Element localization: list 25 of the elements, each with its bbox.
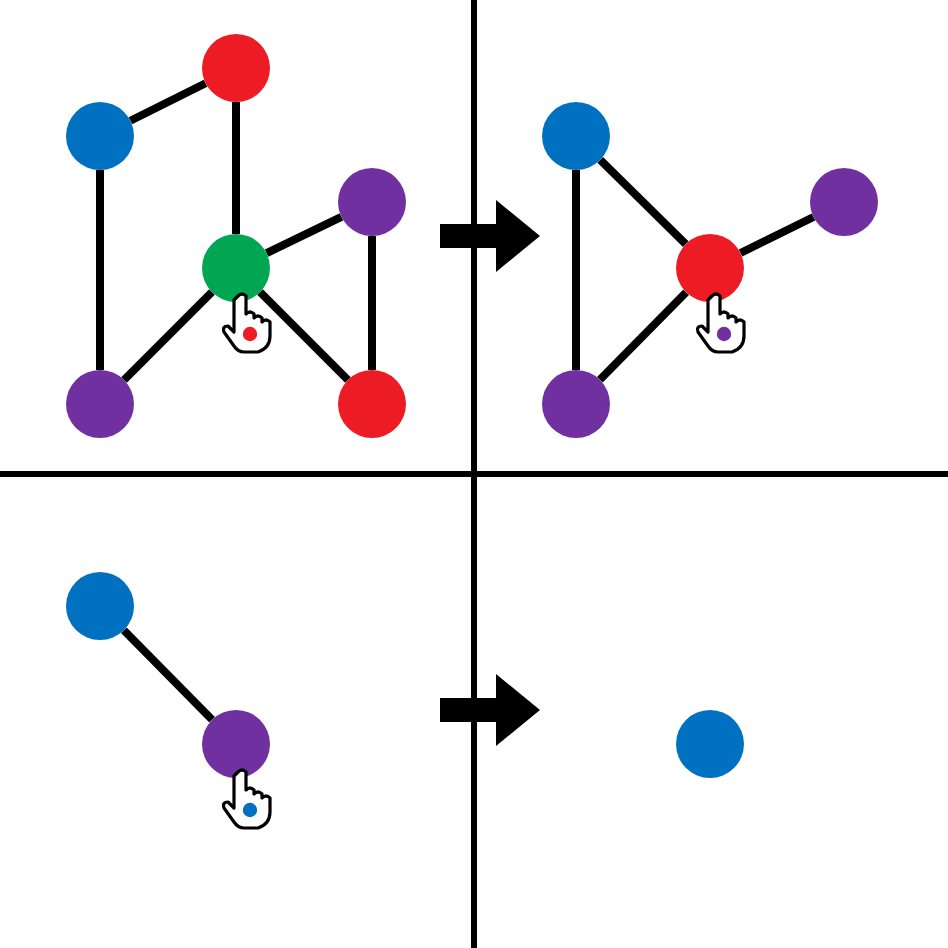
connector-line bbox=[121, 627, 215, 723]
colored-node bbox=[676, 234, 744, 302]
colored-node bbox=[676, 710, 744, 778]
connector-line bbox=[597, 157, 689, 247]
colored-node bbox=[66, 370, 134, 438]
connector-line bbox=[264, 213, 344, 257]
colored-node bbox=[542, 370, 610, 438]
connector-line bbox=[232, 102, 240, 234]
connector-line bbox=[572, 170, 580, 370]
connector-line bbox=[597, 289, 689, 383]
colored-node bbox=[66, 572, 134, 640]
colored-node bbox=[810, 168, 878, 236]
colored-node bbox=[338, 168, 406, 236]
colored-node bbox=[542, 102, 610, 170]
colored-node bbox=[338, 370, 406, 438]
connector-line bbox=[96, 170, 104, 370]
colored-node bbox=[202, 710, 270, 778]
colored-node bbox=[202, 34, 270, 102]
colored-node bbox=[66, 102, 134, 170]
connector-line bbox=[128, 79, 208, 125]
colored-node bbox=[202, 234, 270, 302]
connector-line bbox=[121, 289, 215, 383]
connector-line bbox=[368, 236, 376, 370]
connector-line bbox=[257, 289, 351, 383]
connector-line bbox=[738, 213, 816, 257]
